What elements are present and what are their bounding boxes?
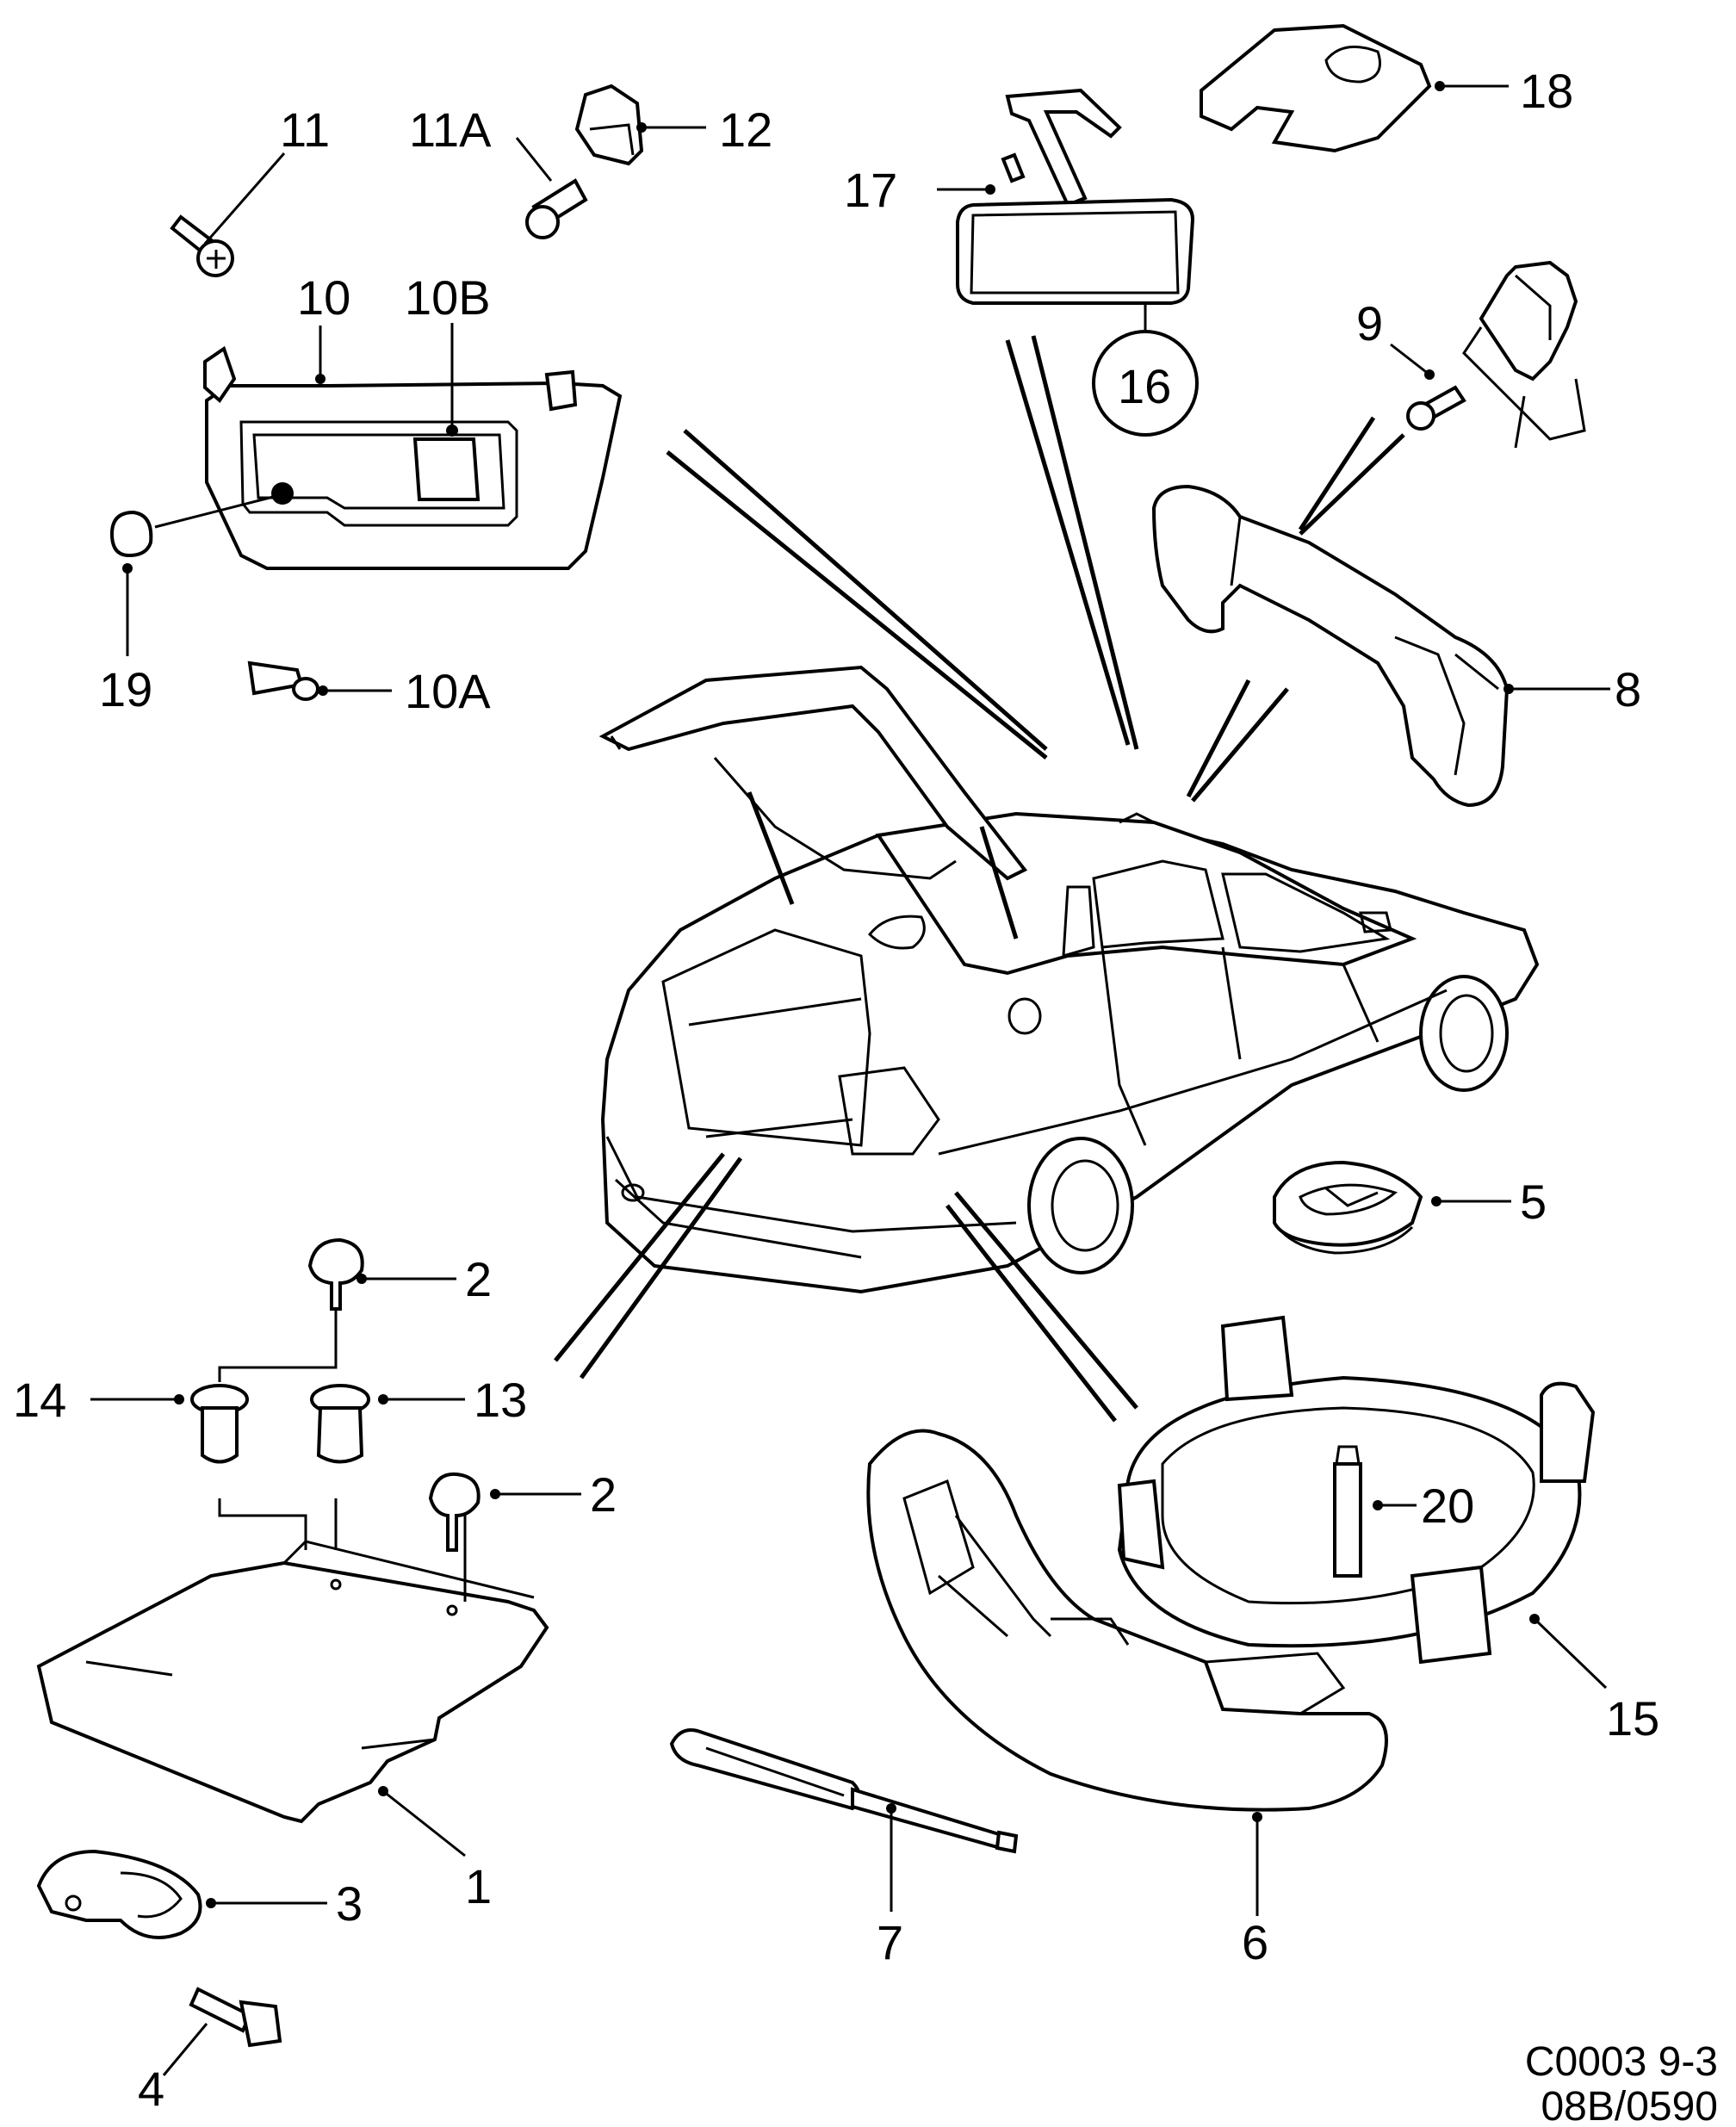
car-illustration [598, 665, 1540, 1294]
callout-label: 4 [138, 2062, 164, 2116]
callout-label: 1 [465, 1859, 492, 1913]
callout-label: 19 [99, 662, 152, 716]
callout-label: 9 [1356, 296, 1383, 350]
part-17-screw [937, 152, 1026, 195]
reference-code: C0003 9-3 08B/0590 [1525, 2039, 1718, 2127]
part-19-cap [109, 510, 153, 656]
callout-label: 11A [409, 102, 492, 157]
part-16-mirror [956, 88, 1199, 437]
callout-label: 2 [590, 1467, 617, 1522]
callout-label: 20 [1421, 1479, 1474, 1533]
part-5-holder [1273, 1160, 1511, 1255]
part-3-lashing-eye [36, 1849, 327, 1939]
part-12-clip [574, 84, 706, 166]
part-10-sun-visor [154, 323, 623, 570]
part-11-screw [170, 152, 286, 277]
callout-label: 15 [1606, 1691, 1659, 1746]
part-11a-screw [515, 137, 588, 239]
callout-label: 16 [1118, 359, 1171, 413]
part-15-ring [1117, 1315, 1608, 1690]
callout-label: 10 [297, 270, 350, 325]
callout-label: 8 [1615, 662, 1641, 716]
callout-label: 7 [877, 1915, 903, 1969]
part-1-floor-panel [36, 1481, 549, 1857]
reference-line-2: 08B/0590 [1541, 2084, 1718, 2127]
part-14-grommet [90, 1384, 249, 1464]
part-7-screwdriver [669, 1728, 1019, 1912]
pin-bracket-line [218, 1309, 338, 1382]
reference-line-1: C0003 9-3 [1525, 2039, 1718, 2085]
part-18-cover [1200, 23, 1509, 153]
callout-label: 10A [405, 664, 491, 718]
callout-label: 18 [1520, 64, 1573, 118]
part-2-pin-lower [428, 1472, 581, 1552]
car-pointer-lines [554, 335, 1405, 1423]
callout-labels: 11 11A 12 10 10B 19 10A 17 16 18 9 8 5 2… [13, 64, 1659, 2116]
part-8-grab-handle [1151, 484, 1610, 808]
callout-label: 12 [719, 102, 772, 157]
callout-label: 3 [336, 1876, 363, 1931]
part-9-bracket [1390, 260, 1586, 449]
part-6-tool-tray [866, 1429, 1388, 1916]
part-13-grommet [310, 1384, 465, 1464]
callout-label: 14 [13, 1373, 66, 1427]
callout-label: 13 [474, 1373, 527, 1427]
part-2-pin-upper [307, 1237, 456, 1311]
part-4-bolt [162, 1987, 282, 2076]
callout-label: 11 [280, 102, 330, 157]
callout-label: 6 [1242, 1915, 1268, 1969]
callout-label: 10B [405, 270, 491, 325]
callout-label: 17 [844, 163, 897, 217]
callout-label: 5 [1520, 1175, 1547, 1229]
part-10a-bulb [247, 660, 392, 701]
callout-label: 2 [465, 1252, 492, 1306]
